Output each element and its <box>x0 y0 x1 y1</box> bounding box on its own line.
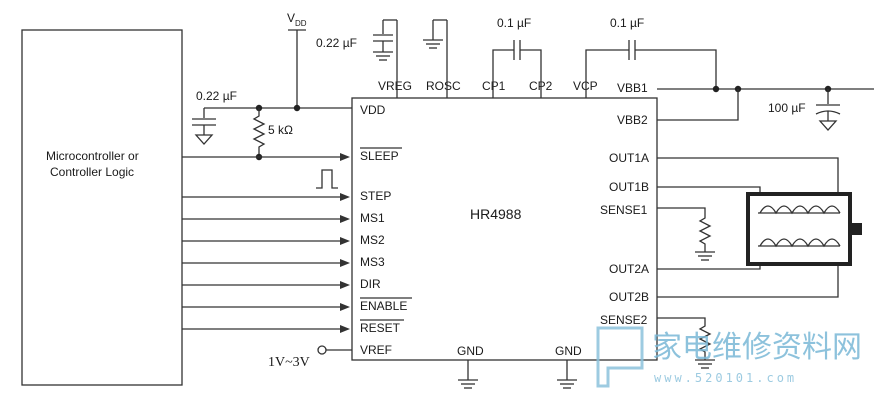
vreg-cap-label: 0.22 µF <box>316 36 357 50</box>
ms3-arrow <box>340 259 350 267</box>
pin-out2b: OUT2B <box>609 290 649 304</box>
pin-sense2: SENSE2 <box>600 313 648 327</box>
vref-terminal <box>317 345 327 355</box>
control-lines <box>182 193 350 333</box>
out1a-wire <box>657 157 839 193</box>
pin-vbb2: VBB2 <box>617 113 648 127</box>
pullup-resistor <box>252 108 266 157</box>
pin-ms2: MS2 <box>360 233 385 247</box>
pin-sleep: SLEEP <box>360 149 399 163</box>
dir-arrow <box>340 281 350 289</box>
cp-cap-label: 0.1 µF <box>497 16 531 30</box>
bulk-cap-ground <box>818 120 838 131</box>
pin-enable: ENABLE <box>360 299 407 313</box>
out1b-wire <box>657 186 761 216</box>
pin-ms3: MS3 <box>360 255 385 269</box>
vcp-wire <box>585 49 629 98</box>
pin-vref: VREF <box>360 343 392 357</box>
microcontroller-block <box>21 29 183 386</box>
vdd-cap-ground <box>194 134 214 145</box>
pin-ms1: MS1 <box>360 211 385 225</box>
vcp-cap-label: 0.1 µF <box>610 16 644 30</box>
motor-shaft <box>850 223 862 235</box>
vdd-node-dot <box>293 104 301 112</box>
vref-range-label: 1V~3V <box>268 355 310 370</box>
sleep-arrow <box>340 153 350 161</box>
out2b-wire <box>657 262 839 298</box>
bulk-cap-label: 100 µF <box>768 101 806 115</box>
pin-vdd: VDD <box>360 103 386 117</box>
step-arrow <box>340 193 350 201</box>
vcp-wire-right <box>635 49 717 89</box>
watermark: 家电维修资料网 www.520101.com <box>596 326 862 388</box>
vdd-cap-label: 0.22 µF <box>196 89 237 103</box>
pin-sense1: SENSE1 <box>600 203 648 217</box>
vdd-supply-subscript: DD <box>295 19 307 28</box>
pin-vreg: VREG <box>378 79 412 93</box>
pin-gnd-1: GND <box>457 344 484 358</box>
pin-dir: DIR <box>360 277 381 291</box>
pin-out2a: OUT2A <box>609 262 649 276</box>
step-pulse-icon <box>316 169 338 189</box>
pin-vcp: VCP <box>573 79 598 93</box>
vbb-node-dot-1 <box>712 85 720 93</box>
coil-a <box>759 205 841 215</box>
cp1-wire <box>492 49 514 98</box>
vbb2-wire <box>657 89 739 121</box>
microcontroller-label-line1: Microcontroller or <box>46 149 139 163</box>
pin-step: STEP <box>360 189 391 203</box>
sense2-resistor <box>657 317 712 360</box>
vdd-supply-label: V <box>287 11 295 25</box>
ms2-arrow <box>340 237 350 245</box>
sense1-resistor <box>657 207 712 252</box>
pin-out1a: OUT1A <box>609 151 649 165</box>
pin-rosc: ROSC <box>426 79 461 93</box>
stepper-motor <box>746 192 852 266</box>
coil-b <box>759 238 841 248</box>
pin-out1b: OUT1B <box>609 180 649 194</box>
pin-reset: RESET <box>360 321 401 335</box>
microcontroller-label-line2: Controller Logic <box>50 165 134 179</box>
watermark-text: 家电维修资料网 <box>652 330 862 365</box>
chip-name: HR4988 <box>470 206 522 222</box>
pin-vbb1: VBB1 <box>617 81 648 95</box>
enable-arrow <box>340 303 350 311</box>
pin-cp1: CP1 <box>482 79 506 93</box>
cp2-wire <box>520 49 542 98</box>
reset-arrow <box>340 325 350 333</box>
pin-gnd-2: GND <box>555 344 582 358</box>
resistor-label: 5 kΩ <box>268 123 293 137</box>
hr4988-chip <box>351 97 658 361</box>
ms1-arrow <box>340 215 350 223</box>
watermark-url: www.520101.com <box>654 371 797 385</box>
watermark-logo <box>596 326 644 388</box>
